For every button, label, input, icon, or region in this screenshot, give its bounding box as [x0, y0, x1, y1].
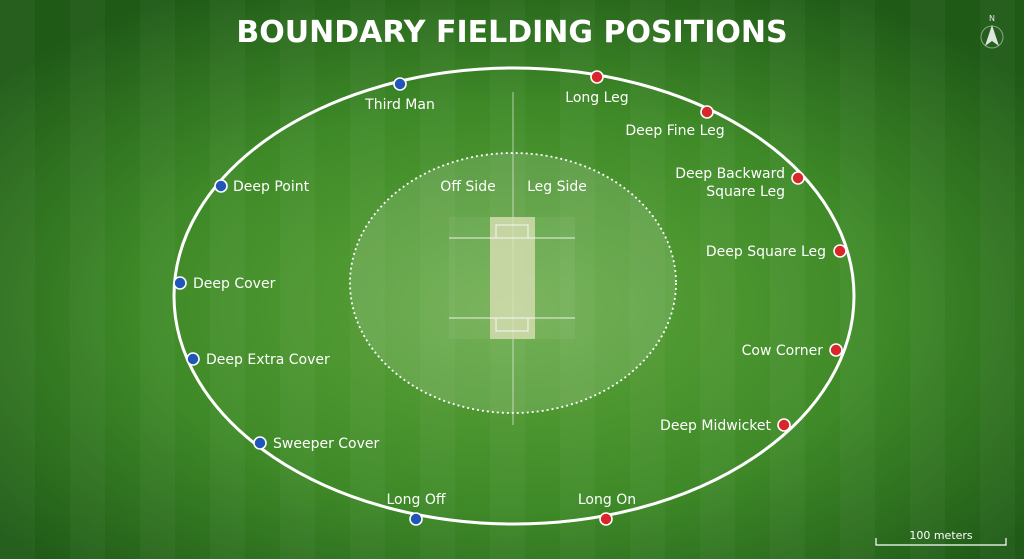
fielder-deep-square-leg: Deep Square Leg: [706, 244, 847, 260]
fielder-dot: [253, 436, 267, 450]
fielder-label: Deep Fine Leg: [625, 123, 724, 139]
fielder-deep-fine-leg: Deep Fine Leg: [625, 105, 725, 139]
fielder-deep-point: Deep Point: [214, 179, 310, 195]
page-title: BOUNDARY FIELDING POSITIONS: [236, 15, 787, 50]
fielder-dot: [214, 179, 228, 193]
fielder-dot: [409, 512, 423, 526]
fielder-dot: [829, 343, 843, 357]
fielder-long-on: Long On: [578, 492, 636, 526]
compass-letter: N: [989, 14, 995, 23]
fielder-label: Deep Point: [233, 179, 310, 195]
fielder-dot: [590, 70, 604, 84]
leg-side-label: Leg Side: [527, 179, 587, 195]
compass: N: [980, 14, 1004, 49]
fielder-dot: [186, 352, 200, 366]
fielder-third-man: Third Man: [364, 77, 435, 113]
boundary-rope: [172, 66, 856, 526]
fielder-label: Deep Midwicket: [660, 418, 771, 434]
fielder-label: Deep Extra Cover: [206, 352, 330, 368]
fielder-label: Cow Corner: [742, 343, 824, 359]
fielder-label: Deep Square Leg: [706, 244, 826, 260]
fielder-deep-extra-cover: Deep Extra Cover: [186, 352, 330, 368]
fielder-label: Long Leg: [565, 90, 628, 106]
fielder-label: Sweeper Cover: [273, 436, 380, 452]
fielder-label: Long Off: [387, 492, 446, 508]
fielder-long-off: Long Off: [387, 492, 446, 526]
fielder-deep-cover: Deep Cover: [173, 276, 276, 292]
fielder-dot: [833, 244, 847, 258]
fielder-deep-midwicket: Deep Midwicket: [660, 418, 791, 434]
fielder-label: Deep Cover: [193, 276, 276, 292]
fielder-sweeper-cover: Sweeper Cover: [253, 436, 380, 452]
scale-bar: 100 meters: [875, 529, 1007, 546]
fielder-dot: [700, 105, 714, 119]
north-arrow-icon: [985, 25, 999, 46]
fielder-dot: [173, 276, 187, 290]
fielder-dot: [777, 418, 791, 432]
fielder-long-leg: Long Leg: [565, 70, 629, 106]
scale-bar-line: [875, 538, 1007, 546]
fielder-dot: [599, 512, 613, 526]
fielder-cow-corner: Cow Corner: [742, 343, 843, 359]
fielder-dot: [791, 171, 805, 185]
fielder-label: Third Man: [364, 97, 435, 113]
scale-bar-label: 100 meters: [909, 529, 973, 542]
crease-markings: [449, 224, 575, 332]
off-side-label: Off Side: [440, 179, 495, 195]
fielder-dot: [393, 77, 407, 91]
fielder-label: Long On: [578, 492, 636, 508]
